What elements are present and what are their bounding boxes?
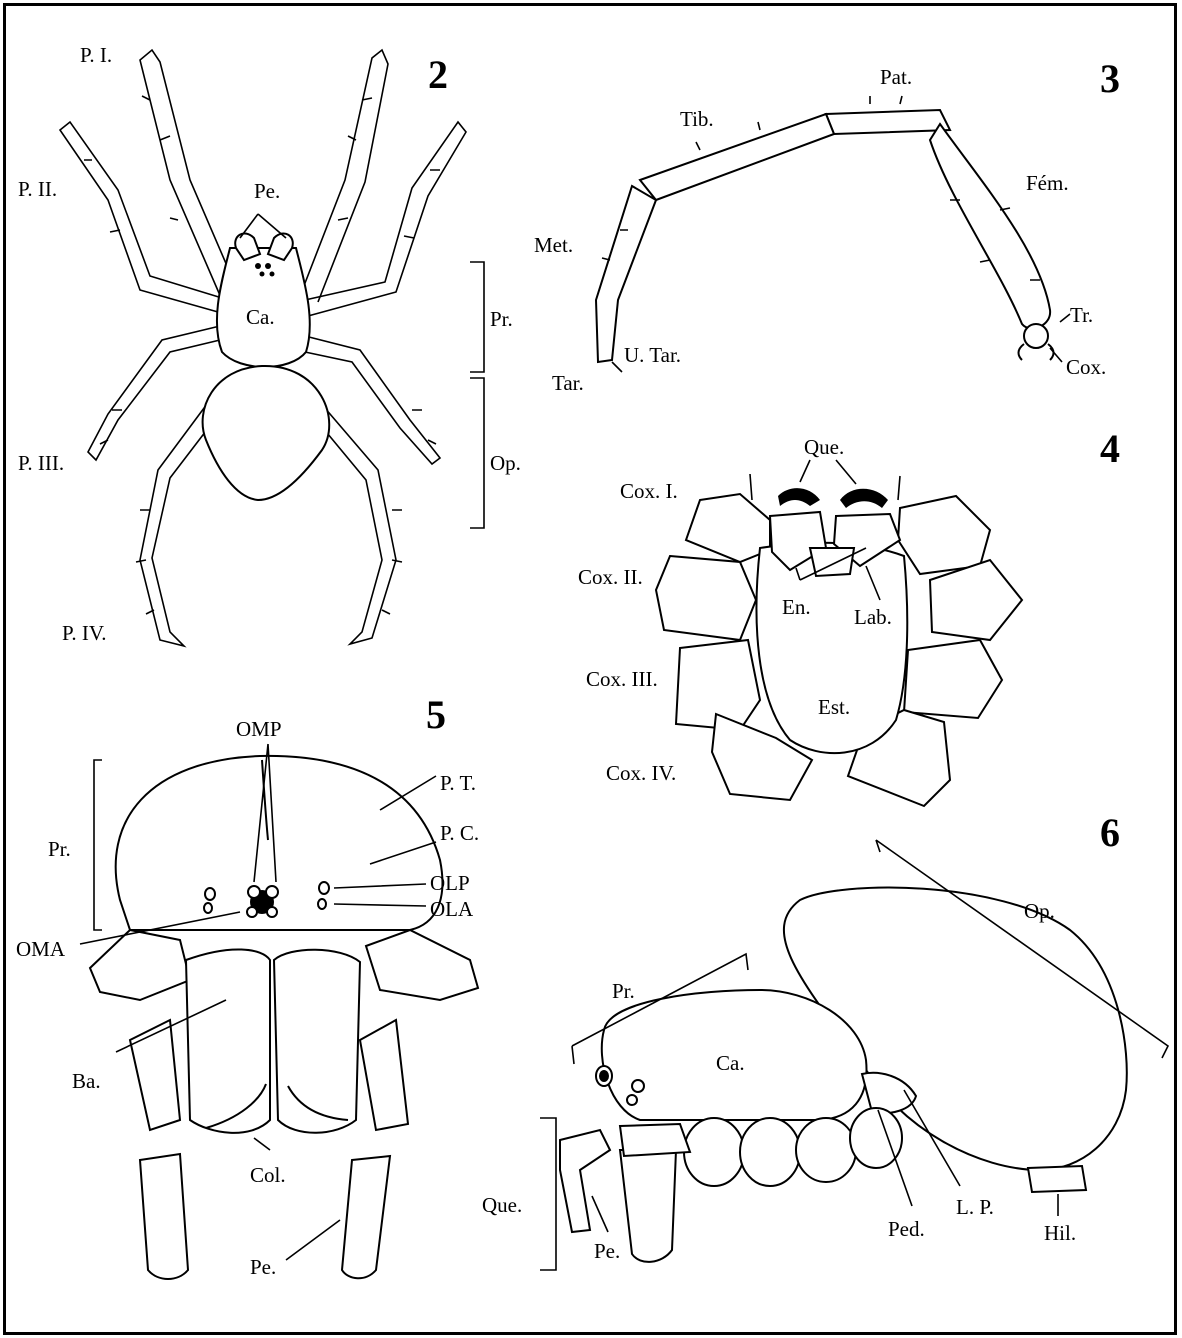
label-cephalic-part: P. C.	[440, 821, 479, 845]
label-book-lung: L. P.	[956, 1195, 994, 1219]
label-leg-2: P. II.	[18, 177, 57, 201]
label-anterior-lateral-eyes: OLA	[430, 897, 474, 921]
label-trochanter: Tr.	[1070, 303, 1093, 327]
label-prosoma-f6: Pr.	[612, 979, 635, 1003]
label-pedipalp-f5: Pe.	[250, 1255, 276, 1279]
figure-5: 5 OMP P. T. Pr. P. C. OLP OLA OMA Ba. Co…	[16, 692, 479, 1279]
label-carapace: Ca.	[246, 305, 275, 329]
figure-number-5: 5	[426, 692, 446, 737]
label-thoracic-part: P. T.	[440, 771, 476, 795]
label-carapace-f6: Ca.	[716, 1051, 745, 1075]
label-coxa: Cox.	[1066, 355, 1106, 379]
label-coxa-3: Cox. III.	[586, 667, 658, 691]
label-coxa-1: Cox. I.	[620, 479, 678, 503]
label-opisthosoma: Op.	[490, 451, 521, 475]
label-coxa-4: Cox. IV.	[606, 761, 676, 785]
figure-number-6: 6	[1100, 810, 1120, 855]
label-posterior-median-eyes: OMP	[236, 717, 282, 741]
label-tarsal-claw: U. Tar.	[624, 343, 681, 367]
label-opisthosoma-f6: Op.	[1024, 899, 1055, 923]
label-labium: Lab.	[854, 605, 892, 629]
figure-4: 4 Que. Cox. I. Cox. II. Cox. III. Cox. I…	[578, 426, 1120, 806]
figure-6: 6 Op. Pr. Ca. Que. Pe. Ped. L. P. Hil.	[482, 810, 1168, 1270]
label-coxa-2: Cox. II.	[578, 565, 643, 589]
label-fang: Col.	[250, 1163, 286, 1187]
figure-number-3: 3	[1100, 56, 1120, 101]
label-patella: Pat.	[880, 65, 912, 89]
label-chelicerae-f6: Que.	[482, 1193, 522, 1217]
figure-number-4: 4	[1100, 426, 1120, 471]
label-leg-4: P. IV.	[62, 621, 107, 645]
label-leg-3: P. III.	[18, 451, 64, 475]
figure-2: 2 P. I. P. II. P. III. P. IV. Pe. Ca. Pr…	[18, 43, 521, 646]
label-endites: En.	[782, 595, 811, 619]
figure-3: 3 Pat. Tib. Fém. Met. Tr. U. Tar. Tar. C…	[534, 56, 1120, 395]
label-tarsus: Tar.	[552, 371, 584, 395]
label-pedipalp: Pe.	[254, 179, 280, 203]
label-pedipalp-f6: Pe.	[594, 1239, 620, 1263]
label-spinnerets: Hil.	[1044, 1221, 1076, 1245]
label-anterior-median-eyes: OMA	[16, 937, 66, 961]
label-leg-1: P. I.	[80, 43, 112, 67]
label-sternum: Est.	[818, 695, 850, 719]
label-prosoma: Pr.	[490, 307, 513, 331]
label-chelicerae: Que.	[804, 435, 844, 459]
label-chelicera-base: Ba.	[72, 1069, 101, 1093]
label-metatarsus: Met.	[534, 233, 573, 257]
label-pedicel: Ped.	[888, 1217, 925, 1241]
label-femur: Fém.	[1026, 171, 1069, 195]
figure-number-2: 2	[428, 52, 448, 97]
label-posterior-lateral-eyes: OLP	[430, 871, 470, 895]
label-tibia: Tib.	[680, 107, 714, 131]
label-prosoma-f5: Pr.	[48, 837, 71, 861]
